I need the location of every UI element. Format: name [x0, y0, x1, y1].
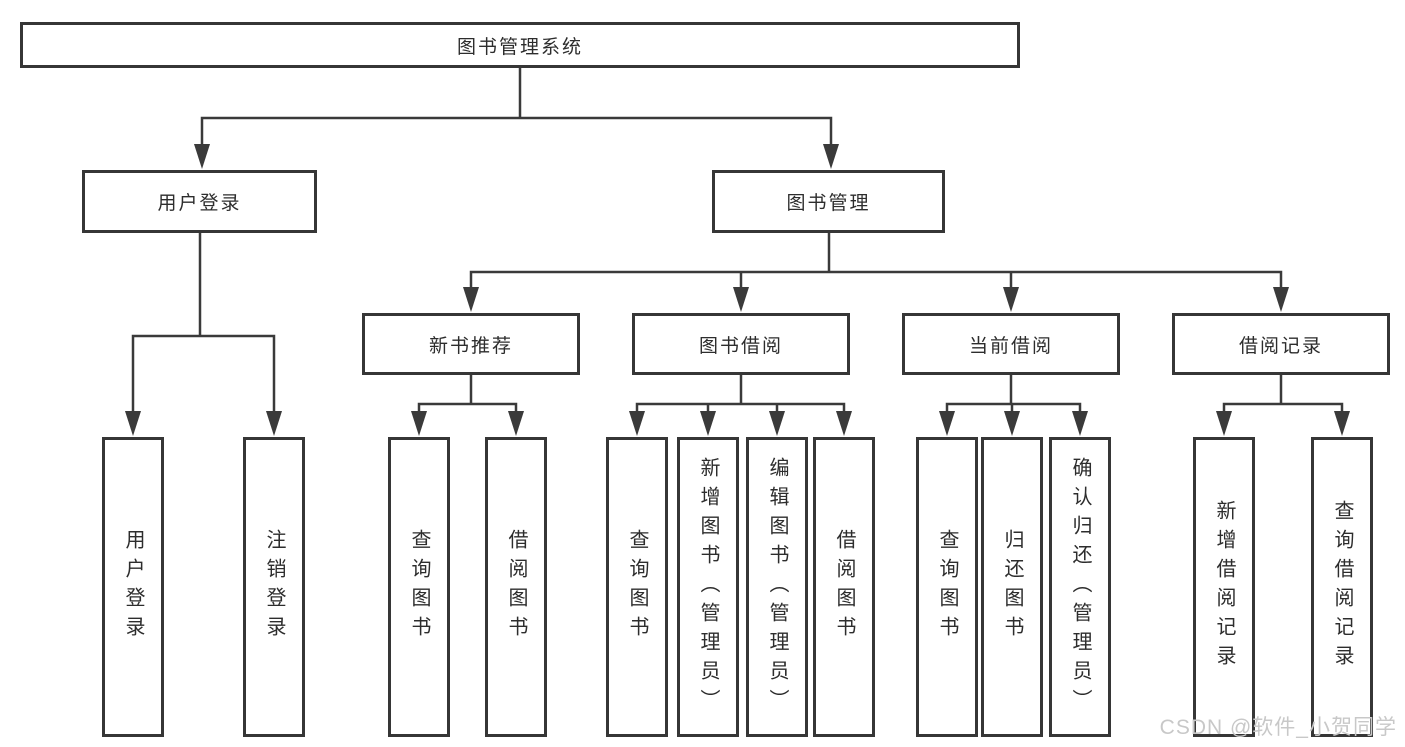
- arrowhead: [629, 411, 645, 436]
- arrowhead: [508, 411, 524, 436]
- arrowhead: [823, 144, 839, 169]
- leaf-query-borrow-record-label: 查询借阅记录: [1331, 500, 1353, 674]
- arrowhead: [1003, 287, 1019, 312]
- leaf-query-borrow-record: 查询借阅记录: [1311, 437, 1373, 737]
- leaf-borrow-books-borrowing: 借阅图书: [813, 437, 875, 737]
- arrowhead: [1072, 411, 1088, 436]
- leaf-add-books-admin-label: 新增图书（管理员）: [697, 456, 719, 718]
- leaf-edit-books-admin-label: 编辑图书（管理员）: [766, 456, 788, 718]
- leaf-add-borrow-record: 新增借阅记录: [1193, 437, 1255, 737]
- leaf-return-books-label: 归还图书: [1001, 529, 1023, 645]
- leaf-confirm-return-admin: 确认归还（管理员）: [1049, 437, 1111, 737]
- leaf-query-books-borrowing: 查询图书: [606, 437, 668, 737]
- arrowhead: [769, 411, 785, 436]
- leaf-query-books-recommend-label: 查询图书: [408, 529, 430, 645]
- arrowhead: [411, 411, 427, 436]
- arrowhead: [700, 411, 716, 436]
- arrowhead: [1273, 287, 1289, 312]
- node-book-management: 图书管理: [712, 170, 945, 233]
- leaf-confirm-return-admin-label: 确认归还（管理员）: [1069, 456, 1091, 718]
- leaf-query-books-current-label: 查询图书: [936, 529, 958, 645]
- connector-path: [131, 65, 1344, 415]
- leaf-borrow-books-recommend-label: 借阅图书: [505, 529, 527, 645]
- leaf-borrow-books-borrowing-label: 借阅图书: [833, 529, 855, 645]
- leaf-query-books-recommend: 查询图书: [388, 437, 450, 737]
- arrowhead: [733, 287, 749, 312]
- node-borrowing-records: 借阅记录: [1172, 313, 1390, 375]
- arrowhead: [194, 144, 210, 169]
- node-user-login: 用户登录: [82, 170, 317, 233]
- leaf-logout-login: 注销登录: [243, 437, 305, 737]
- leaf-edit-books-admin: 编辑图书（管理员）: [746, 437, 808, 737]
- arrowhead: [939, 411, 955, 436]
- arrowhead: [1216, 411, 1232, 436]
- node-new-book-recommend: 新书推荐: [362, 313, 580, 375]
- leaf-add-borrow-record-label: 新增借阅记录: [1213, 500, 1235, 674]
- node-root: 图书管理系统: [20, 22, 1020, 68]
- arrowhead: [1004, 411, 1020, 436]
- arrowhead: [463, 287, 479, 312]
- leaf-borrow-books-recommend: 借阅图书: [485, 437, 547, 737]
- node-book-borrowing: 图书借阅: [632, 313, 850, 375]
- arrowhead: [1334, 411, 1350, 436]
- leaf-query-books-borrowing-label: 查询图书: [626, 529, 648, 645]
- arrowhead: [266, 411, 282, 436]
- leaf-logout-login-label: 注销登录: [263, 529, 285, 645]
- leaf-user-login-label: 用户登录: [122, 529, 144, 645]
- node-current-borrowing: 当前借阅: [902, 313, 1120, 375]
- arrowhead: [836, 411, 852, 436]
- leaf-user-login: 用户登录: [102, 437, 164, 737]
- leaf-add-books-admin: 新增图书（管理员）: [677, 437, 739, 737]
- csdn-watermark: CSDN @软件_小贺同学: [1159, 716, 1397, 739]
- arrowhead: [125, 411, 141, 436]
- leaf-return-books: 归还图书: [981, 437, 1043, 737]
- leaf-query-books-current: 查询图书: [916, 437, 978, 737]
